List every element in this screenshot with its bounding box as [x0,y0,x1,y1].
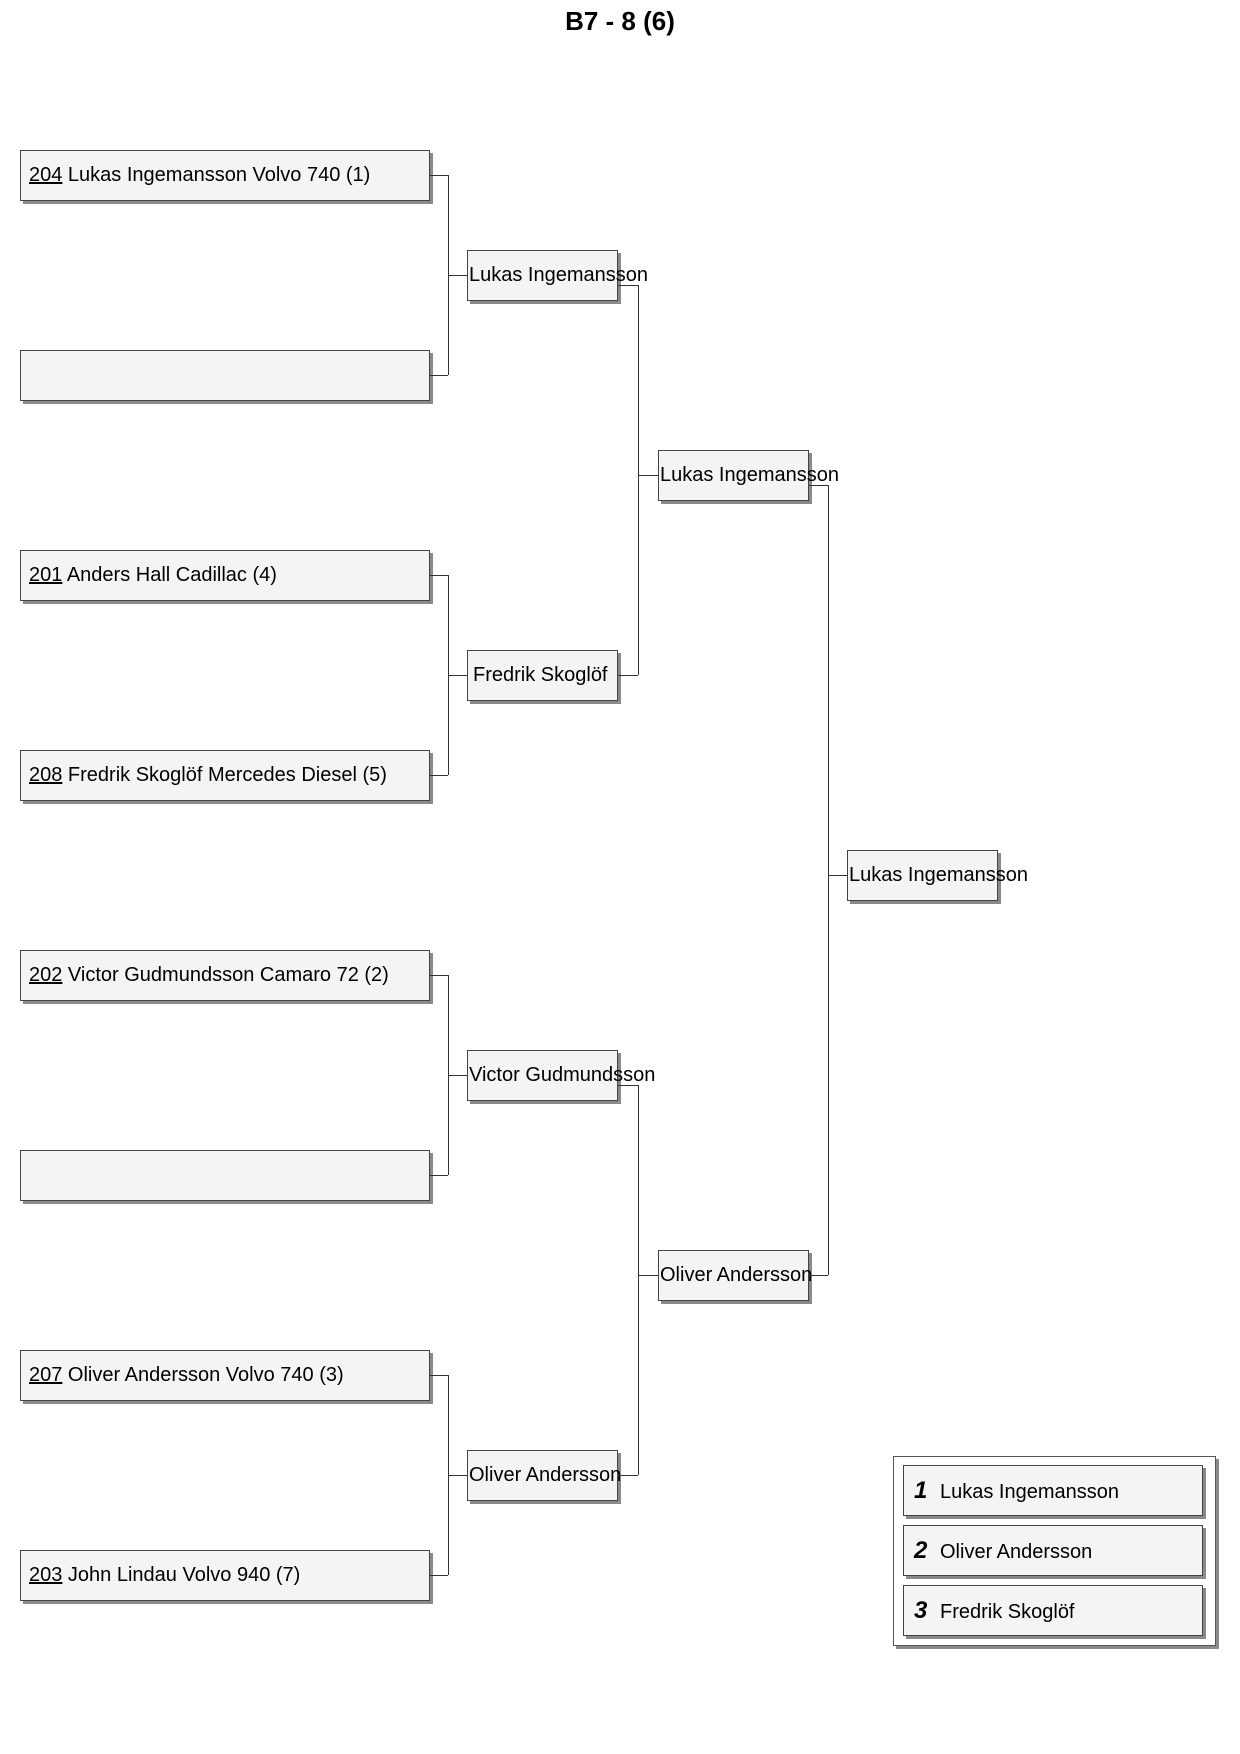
connector-line [809,1275,828,1276]
connector-line [618,675,638,676]
connector-line [430,1575,448,1576]
connector-line [448,1075,467,1076]
entry-text: Victor Gudmundsson Camaro 72 (2) [62,964,389,986]
entry-text: Lukas Ingemansson Volvo 740 (1) [62,164,371,186]
entry-text: Oliver Andersson Volvo 740 (3) [62,1364,344,1386]
podium-panel: 1 Lukas Ingemansson 2 Oliver Andersson 3 Fr… [893,1456,1216,1646]
connector-line [430,1175,448,1176]
round2-winner: Lukas Ingemansson [467,250,648,301]
round1-slot: 207 Oliver Andersson Volvo 740 (3) [20,1350,430,1401]
entry-number: 208 [29,764,63,786]
podium-name: Oliver Andersson [940,1541,1093,1563]
round1-slot: 204 Lukas Ingemansson Volvo 740 (1) [20,150,430,201]
page-title: B7 - 8 (6) [565,6,675,36]
podium-name: Fredrik Skoglöf [940,1601,1075,1623]
connector-line [430,175,448,176]
connector-line [638,475,658,476]
entry-number: 207 [29,1364,63,1386]
entry-text: John Lindau Volvo 940 (7) [62,1564,301,1586]
connector-line [448,1475,467,1476]
entry-text: Anders Hall Cadillac (4) [62,564,277,586]
entry-number: 204 [29,164,63,186]
podium-row: 1 Lukas Ingemansson [903,1465,1203,1516]
rank-label: 1 [914,1477,928,1504]
connector-line [448,275,467,276]
connector-line [448,675,467,676]
entry-number: 202 [29,964,63,986]
connector-line [828,875,847,876]
tournament-winner: Lukas Ingemansson [847,850,1028,901]
connector-line [618,1085,638,1086]
round1-slot: 202 Victor Gudmundsson Camaro 72 (2) [20,950,430,1001]
podium-row: 3 Fredrik Skoglöf [903,1585,1203,1636]
connector-line [430,975,448,976]
connector-line [430,575,448,576]
entry-number: 201 [29,564,63,586]
connector-line [809,485,828,486]
round1-slot [20,1150,430,1201]
podium-row: 2 Oliver Andersson [903,1525,1203,1576]
round1-slot [20,350,430,401]
rank-label: 2 [914,1537,928,1564]
rank-label: 3 [914,1597,928,1624]
connector-line [828,485,829,1275]
connector-line [430,775,448,776]
round3-winner: Oliver Andersson [658,1250,812,1301]
connector-line [430,1375,448,1376]
round2-winner: Fredrik Skoglöf [467,650,618,701]
entry-text: Fredrik Skoglöf Mercedes Diesel (5) [62,764,387,786]
podium-name: Lukas Ingemansson [940,1481,1120,1503]
round1-slot: 208 Fredrik Skoglöf Mercedes Diesel (5) [20,750,430,801]
connector-line [618,285,638,286]
round2-winner: Victor Gudmundsson [467,1050,655,1101]
connector-line [638,285,639,675]
connector-line [638,1085,639,1475]
round2-winner: Oliver Andersson [467,1450,621,1501]
round1-slot: 203 John Lindau Volvo 940 (7) [20,1550,430,1601]
connector-line [430,375,448,376]
round3-winner: Lukas Ingemansson [658,450,839,501]
connector-line [618,1475,638,1476]
connector-line [638,1275,658,1276]
round1-slot: 201 Anders Hall Cadillac (4) [20,550,430,601]
entry-number: 203 [29,1564,63,1586]
